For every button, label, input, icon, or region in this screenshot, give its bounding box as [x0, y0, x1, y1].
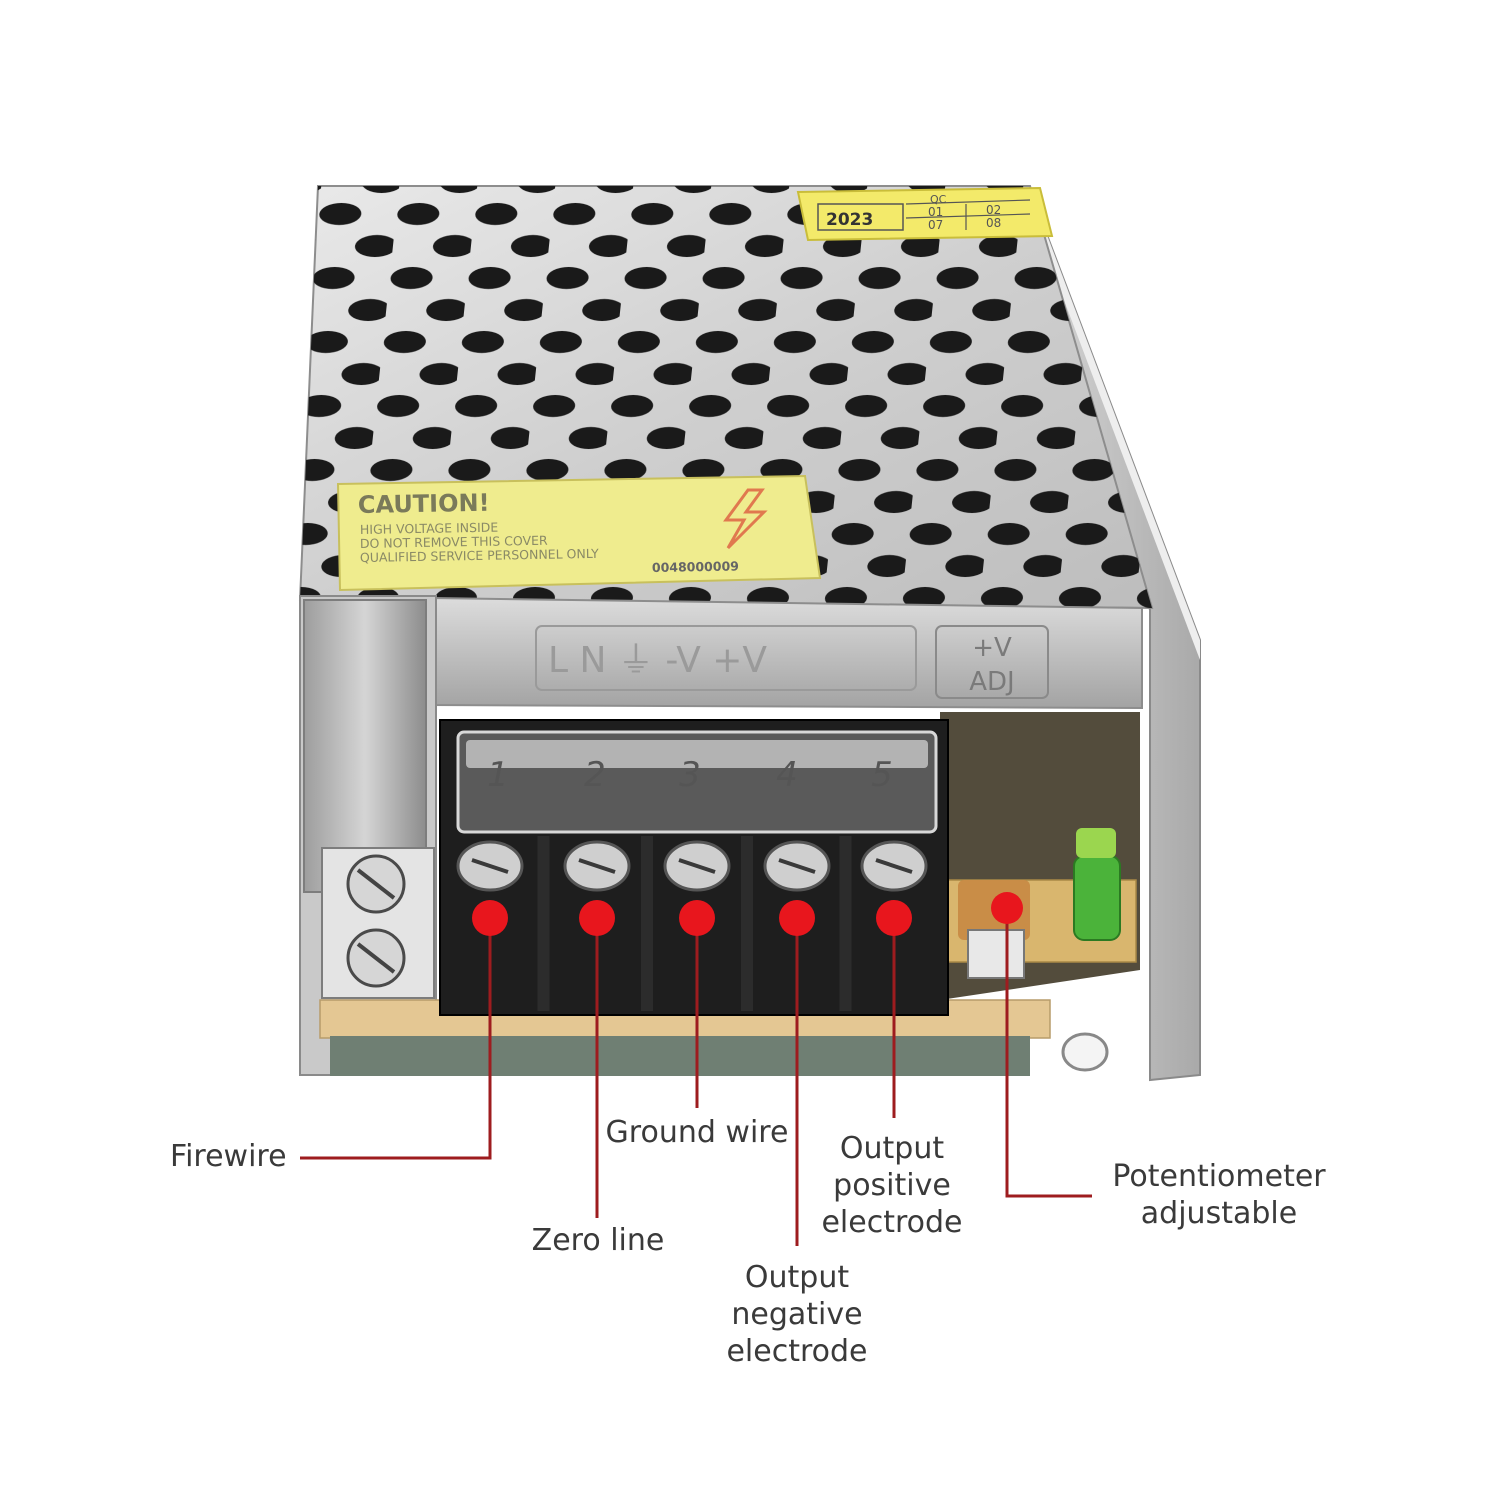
callout-potentiometer: Potentiometer adjustable — [1112, 1159, 1326, 1231]
terminal-5 — [839, 836, 928, 1011]
lightning-bolt-icon — [723, 488, 768, 550]
leader-potentiometer — [1005, 908, 1092, 1198]
qc-cell-4: 08 — [986, 216, 1001, 230]
left-bracket — [299, 595, 437, 1076]
terminal-4 — [741, 836, 831, 1011]
cover-terminal-markings: L N ⏚ -V +V — [548, 640, 767, 681]
terminal-3 — [641, 836, 731, 1011]
cover-front-lip: L N ⏚ -V +V +V ADJ — [431, 596, 1143, 710]
caution-label: CAUTION! HIGH VOLTAGE INSIDE DO NOT REMO… — [336, 474, 822, 592]
terminal-divider — [537, 836, 550, 1011]
callout-leaders — [300, 908, 1092, 1246]
callout-output-negative: Output negative electrode — [726, 1260, 868, 1369]
qc-cell-1: 01 — [928, 205, 943, 219]
terminal-block — [439, 719, 949, 1016]
adj-top-marking: +V — [972, 633, 1012, 663]
terminal-markers — [472, 892, 1023, 936]
terminal-divider — [741, 836, 753, 1011]
terminal-number-1: 1 — [487, 755, 509, 795]
screw-icon — [346, 928, 406, 988]
marker-firewire — [472, 900, 508, 936]
terminal-2 — [537, 836, 631, 1011]
screw-icon — [346, 854, 406, 914]
adj-bottom-marking: ADJ — [969, 667, 1014, 697]
caution-serial: 0048000009 — [652, 558, 739, 575]
screw-slot — [778, 858, 816, 874]
qc-sticker: 2023 QC 01 02 07 08 — [796, 186, 1054, 242]
screw-slot — [578, 858, 616, 874]
qc-cell-2: 02 — [986, 203, 1001, 217]
marker-ground-wire — [679, 900, 715, 936]
caution-line-2: DO NOT REMOVE THIS COVER — [360, 533, 548, 551]
terminal-number-2: 2 — [584, 755, 606, 795]
terminal-divider — [641, 836, 653, 1011]
leader-firewire — [300, 918, 492, 1160]
caution-line-1: HIGH VOLTAGE INSIDE — [360, 520, 499, 537]
callout-output-positive: Output positive electrode — [821, 1131, 963, 1240]
screw-slot — [875, 858, 913, 874]
callout-firewire: Firewire — [170, 1139, 287, 1174]
caution-line-3: QUALIFIED SERVICE PERSONNEL ONLY — [360, 546, 599, 565]
terminal-numbers: 1 2 3 4 5 — [487, 755, 893, 795]
marker-potentiometer — [991, 892, 1023, 924]
marker-output-positive — [876, 900, 912, 936]
terminal-number-3: 3 — [679, 755, 701, 795]
terminal-number-4: 4 — [776, 755, 798, 795]
terminal-number-5: 5 — [871, 755, 893, 795]
marker-output-negative — [779, 900, 815, 936]
pcb-board — [319, 712, 1140, 1076]
qc-year: 2023 — [826, 210, 873, 230]
qc-cell-3: 07 — [928, 218, 943, 232]
callout-ground-wire: Ground wire — [605, 1115, 789, 1150]
callout-zero-line: Zero line — [531, 1223, 665, 1258]
screw-slot — [678, 858, 716, 874]
caution-title: CAUTION! — [358, 489, 490, 519]
terminal-1 — [456, 840, 524, 892]
marker-zero-line — [579, 900, 615, 936]
screw-slot — [471, 858, 509, 874]
terminal-divider — [839, 836, 852, 1011]
